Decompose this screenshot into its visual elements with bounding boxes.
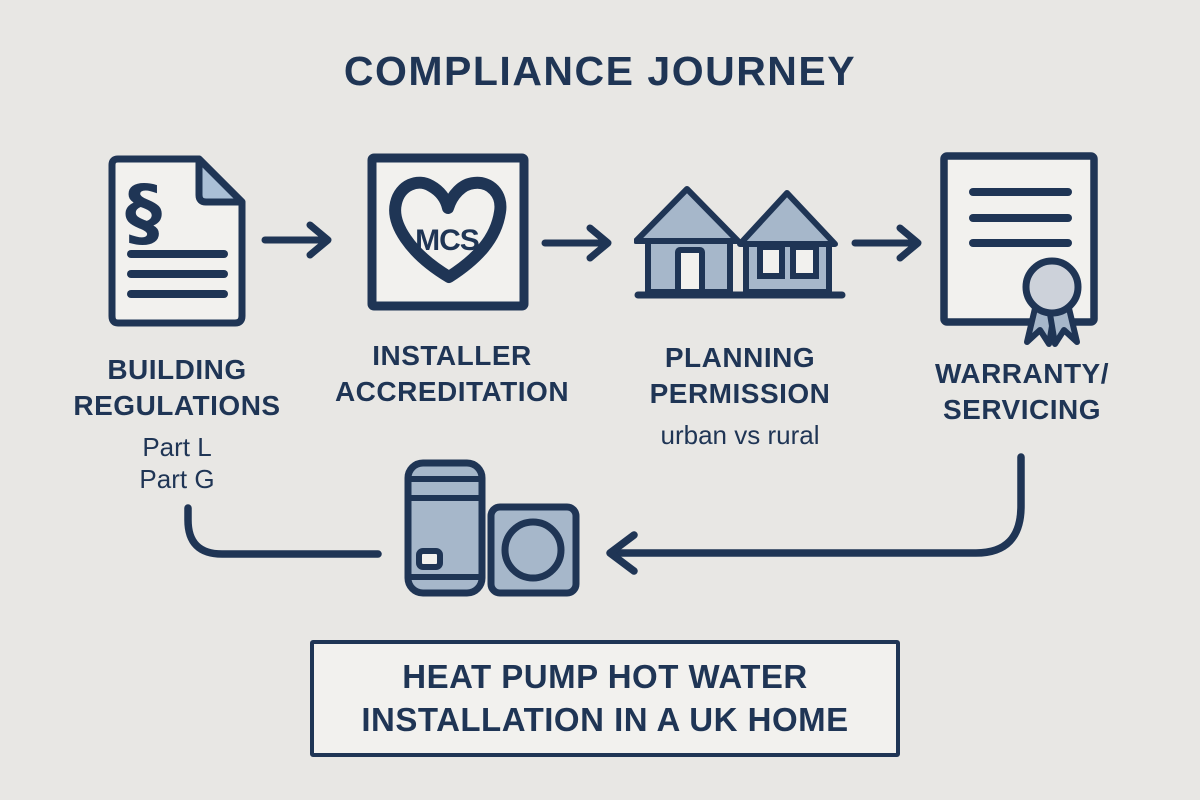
seal-circle xyxy=(1022,257,1082,317)
fan-circle xyxy=(501,518,565,582)
arrow-right-icon xyxy=(851,224,922,262)
step-subtitle: Part L Part G xyxy=(139,431,215,495)
step-title: INSTALLER ACCREDITATION xyxy=(334,340,570,408)
warranty-certificate-icon xyxy=(940,152,1098,347)
folded-corner xyxy=(195,155,246,206)
section-symbol: § xyxy=(125,170,162,256)
step-building-regulations: BUILDING REGULATIONS Part L Part G xyxy=(57,352,297,496)
window xyxy=(790,244,819,279)
document-regulations-icon: § xyxy=(108,155,246,327)
step-planning-permission: PLANNING PERMISSION urban vs rural xyxy=(620,340,860,451)
window xyxy=(757,244,785,279)
step-subtitle: urban vs rural xyxy=(660,419,820,450)
houses-icon xyxy=(634,186,846,299)
hot-water-cylinder xyxy=(404,459,486,597)
arrow-right-icon xyxy=(541,224,612,262)
right-roof xyxy=(737,190,838,247)
left-roof xyxy=(634,186,741,244)
result-box: HEAT PUMP HOT WATER INSTALLATION IN A UK… xyxy=(310,640,900,757)
mcs-label: MCS xyxy=(415,224,479,257)
curve-from-part-g-connector xyxy=(184,504,382,558)
mcs-accreditation-icon: MCS xyxy=(367,153,529,311)
step-installer-accreditation: INSTALLER ACCREDITATION xyxy=(332,338,572,411)
diagram-title: COMPLIANCE JOURNEY xyxy=(343,48,857,94)
heart-outline xyxy=(389,176,507,283)
step-title: PLANNING PERMISSION xyxy=(649,342,831,410)
return-arrow-left-connector xyxy=(606,453,1025,575)
heat-pump-and-cylinder-icon xyxy=(404,459,580,597)
arrow-right-icon xyxy=(261,221,332,259)
door xyxy=(675,247,705,295)
result-box-text: HEAT PUMP HOT WATER INSTALLATION IN A UK… xyxy=(361,658,849,738)
step-title: BUILDING REGULATIONS xyxy=(73,354,281,422)
step-warranty-servicing: WARRANTY/ SERVICING xyxy=(902,356,1142,429)
control-panel xyxy=(416,548,443,570)
step-title: WARRANTY/ SERVICING xyxy=(934,358,1110,426)
